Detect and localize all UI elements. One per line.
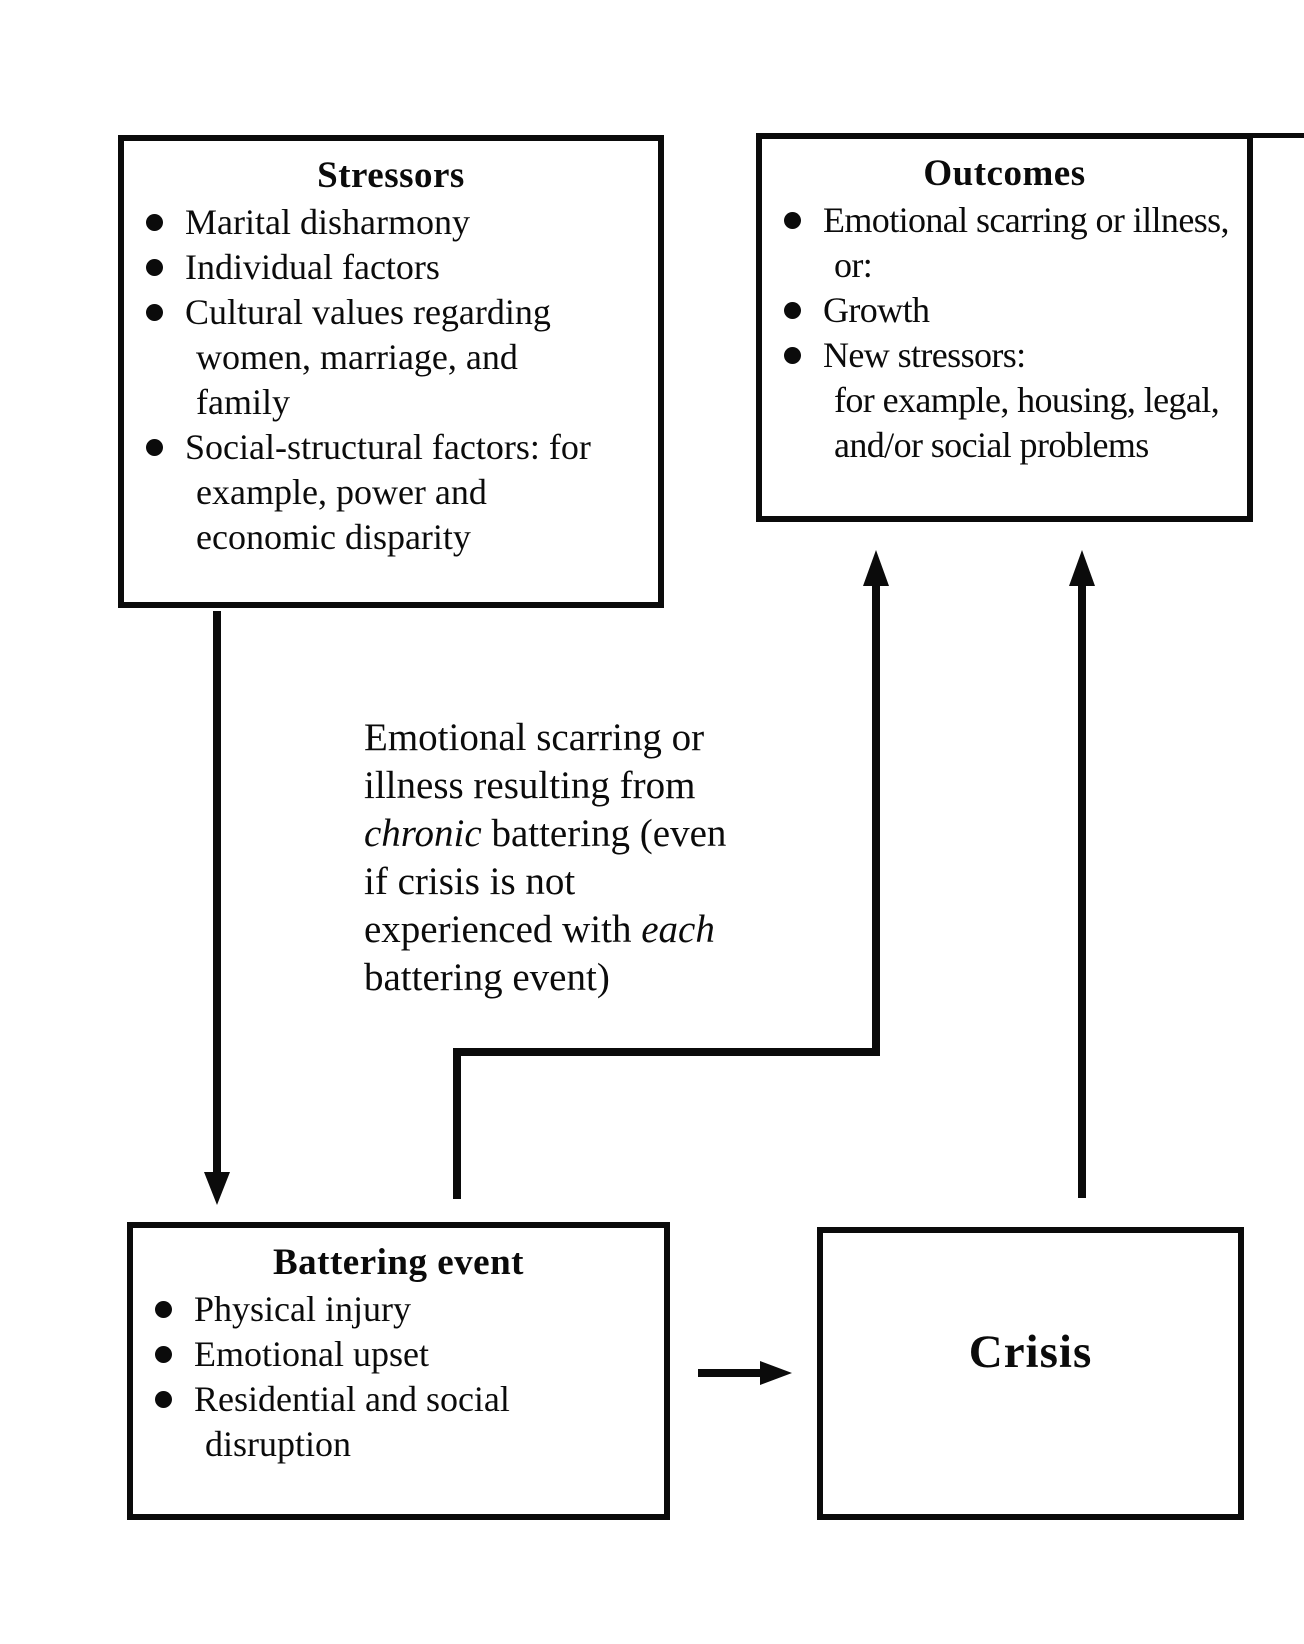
bullet-line: Physical injury <box>194 1289 411 1329</box>
bullet-dot-icon <box>784 212 801 229</box>
bullet-dot-icon <box>146 214 163 231</box>
arrow-stressors-to-battering-event <box>204 611 230 1205</box>
bullet-line: women, marriage, and <box>196 337 518 377</box>
bullet-dot-icon <box>784 347 801 364</box>
annotation-line: battering event) <box>364 956 610 999</box>
bullet-line: Individual factors <box>185 247 440 287</box>
bullet-line: example, power and <box>196 472 487 512</box>
stressors-title: Stressors <box>317 155 465 196</box>
bullet-line: economic disparity <box>196 517 471 557</box>
bullet-item: Emotional scarring or illness, or: <box>762 198 1247 288</box>
annotation-line: illness resulting from <box>364 764 696 807</box>
bullet-line: family <box>196 382 290 422</box>
bullet-item: Individual factors <box>124 245 658 290</box>
bullet-line: New stressors: <box>823 335 1026 375</box>
bullet-line: Marital disharmony <box>185 202 470 242</box>
bullet-dot-icon <box>146 304 163 321</box>
bullet-dot-icon <box>146 259 163 276</box>
arrow-crisis-to-outcomes <box>1069 550 1095 1198</box>
bullet-item: Marital disharmony <box>124 200 658 245</box>
bullet-line: Emotional scarring or illness, <box>823 200 1230 240</box>
bullet-item: Growth <box>762 288 1247 333</box>
bullet-item: Emotional upset <box>133 1332 664 1377</box>
arrow-battering-event-to-outcomes <box>453 550 889 1199</box>
bullet-dot-icon <box>155 1301 172 1318</box>
bullet-line: or: <box>834 245 873 285</box>
bullet-item: Physical injury <box>133 1287 664 1332</box>
annotation-line: chronic battering (even <box>364 812 727 855</box>
bullet-line: Growth <box>823 290 930 330</box>
bullet-line: Cultural values regarding <box>185 292 551 332</box>
crisis-title: Crisis <box>968 1325 1093 1378</box>
annotation-line: Emotional scarring or <box>364 716 705 759</box>
bullet-line: and/or social problems <box>834 425 1149 465</box>
bullet-dot-icon <box>146 439 163 456</box>
bullet-line: Emotional upset <box>194 1334 429 1374</box>
battering-event-title: Battering event <box>272 1242 525 1283</box>
crisis-box: Crisis <box>817 1227 1244 1520</box>
outcomes-box: Outcomes Emotional scarring or illness, o… <box>756 133 1253 522</box>
bullet-dot-icon <box>155 1346 172 1363</box>
outcomes-title: Outcomes <box>923 153 1086 194</box>
annotation-line: experienced with each <box>364 908 715 951</box>
bullet-item: Cultural values regarding women, marriage… <box>124 290 658 425</box>
chronic-battering-note: Emotional scarring or illness resulting f… <box>364 714 804 1002</box>
bullet-dot-icon <box>784 302 801 319</box>
bullet-line: for example, housing, legal, <box>834 380 1220 420</box>
annotation-line: if crisis is not <box>364 860 576 903</box>
bullet-line: Residential and social <box>194 1379 510 1419</box>
arrow-battering-event-to-crisis <box>698 1361 792 1385</box>
bullet-item: Social-structural factors: for example, p… <box>124 425 658 560</box>
scan-artifact-line <box>1250 133 1304 138</box>
bullet-line: Social-structural factors: for <box>185 427 591 467</box>
bullet-line: disruption <box>205 1424 352 1464</box>
bullet-dot-icon <box>155 1391 172 1408</box>
bullet-item: Residential and social disruption <box>133 1377 664 1467</box>
bullet-item: New stressors: for example, housing, lega… <box>762 333 1247 468</box>
